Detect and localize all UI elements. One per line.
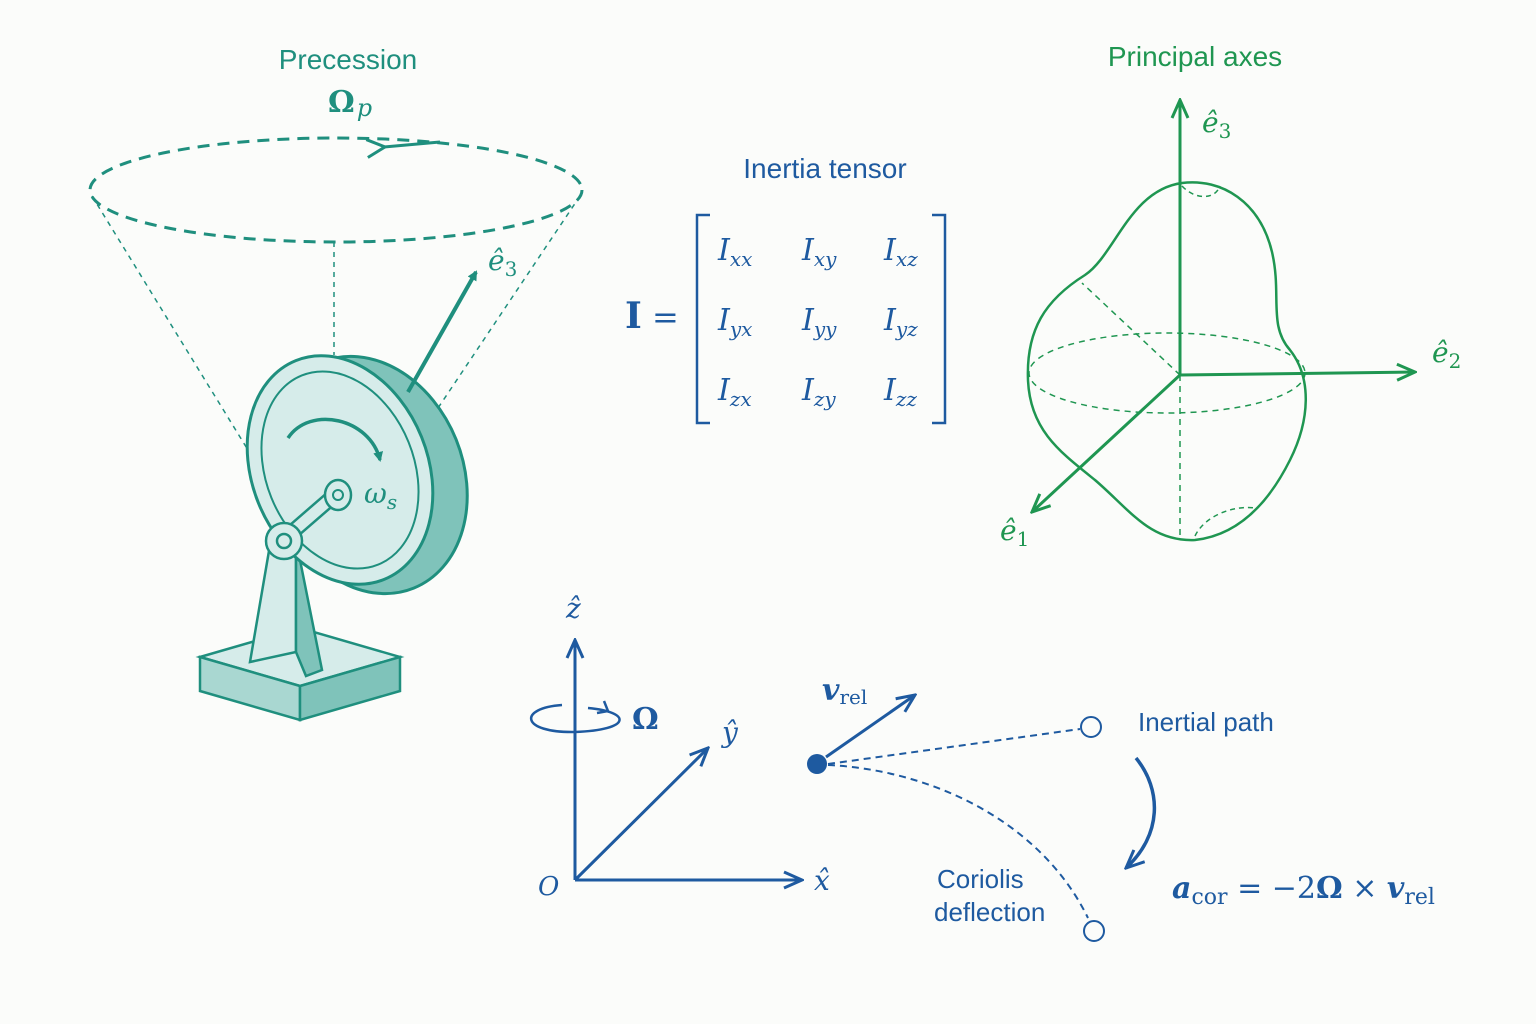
tensor-entry: Ixx bbox=[717, 233, 752, 271]
tensor-entry: Iyx bbox=[717, 303, 752, 341]
spin-symbol: ωs bbox=[364, 477, 397, 514]
axis-e1-label: ê1 bbox=[1000, 514, 1029, 551]
stand-base-right bbox=[298, 655, 402, 722]
top-cap bbox=[1181, 185, 1221, 198]
spin-axis-arrow bbox=[406, 270, 478, 393]
axis-e1-arrow bbox=[1032, 373, 1182, 512]
deflection-label-line1: Coriolis bbox=[937, 864, 1024, 894]
tensor-entry: Iyz bbox=[883, 303, 918, 341]
y-axis-label: ŷ bbox=[720, 716, 739, 749]
axis-e2-label: ê2 bbox=[1432, 336, 1461, 373]
particle bbox=[807, 754, 827, 774]
x-axis-label: x̂ bbox=[814, 864, 830, 897]
pivot-joint-center bbox=[275, 532, 293, 550]
axis-e3-label: ê3 bbox=[1202, 106, 1231, 143]
axle-hub bbox=[323, 478, 353, 512]
principal-axes-figure: Principal axes ê3 ê2 ê1 bbox=[1000, 41, 1461, 551]
axis-back-hidden bbox=[1081, 282, 1181, 376]
tensor-equals: = bbox=[652, 298, 679, 336]
matrix-bracket-left bbox=[695, 213, 710, 425]
z-axis-label: ẑ bbox=[565, 592, 581, 625]
origin-label: O bbox=[538, 872, 559, 902]
precession-title: Precession bbox=[279, 44, 418, 75]
tensor-entry: Izy bbox=[801, 373, 836, 411]
deflection-label-line2: deflection bbox=[934, 897, 1045, 927]
principal-axes-title: Principal axes bbox=[1108, 41, 1282, 72]
tensor-entry: Ixy bbox=[801, 233, 837, 271]
cone-line-right bbox=[429, 195, 581, 421]
rotation-loop-arrowhead bbox=[596, 700, 610, 715]
precession-symbol: Ωp bbox=[328, 85, 372, 122]
tensor-entry: Izz bbox=[883, 373, 917, 411]
tensor-entry: Izx bbox=[717, 373, 752, 411]
tensor-lhs: I bbox=[625, 295, 642, 337]
relative-velocity-arrow bbox=[825, 695, 915, 759]
relative-velocity-label: vrel bbox=[822, 673, 867, 709]
coriolis-equation: acor = −2Ω × vrel bbox=[1172, 871, 1435, 910]
spin-axis-label: ê3 bbox=[488, 244, 517, 281]
inertial-endpoint bbox=[1080, 716, 1102, 738]
inertial-path bbox=[827, 728, 1081, 765]
deflection-arrow bbox=[1126, 756, 1156, 868]
inertia-tensor: Inertia tensor I = Ixx Ixy Ixz Iyx Iyy I… bbox=[625, 153, 947, 425]
pivot-joint bbox=[264, 521, 304, 561]
coriolis-figure: vrel Inertial path Coriolis deflection a… bbox=[807, 673, 1435, 942]
rotation-omega-label: Ω bbox=[632, 702, 659, 737]
inertial-path-label: Inertial path bbox=[1138, 707, 1274, 737]
matrix-bracket-right bbox=[932, 213, 947, 425]
tensor-entry: Ixz bbox=[883, 233, 918, 271]
axis-e2-arrow bbox=[1179, 372, 1415, 375]
stand-post-side bbox=[294, 539, 324, 678]
rotating-frame: ẑ ŷ x̂ O Ω bbox=[530, 592, 830, 902]
axle-hub-center bbox=[332, 489, 344, 501]
bottom-cap bbox=[1194, 506, 1256, 537]
gyroscope-figure: Precession Ωp ωs ê3 bbox=[88, 44, 584, 722]
rotation-loop bbox=[530, 703, 621, 734]
rigid-body-outline bbox=[1026, 181, 1307, 542]
deflected-endpoint bbox=[1083, 920, 1105, 942]
deflected-path bbox=[827, 764, 1089, 919]
rotor-groove bbox=[260, 370, 420, 570]
precession-orbit bbox=[88, 136, 584, 244]
precession-direction-arrow bbox=[384, 142, 441, 147]
tensor-title: Inertia tensor bbox=[743, 153, 906, 184]
cone-line-left bbox=[91, 195, 249, 451]
tensor-entry: Iyy bbox=[801, 303, 837, 341]
y-axis-arrow bbox=[573, 748, 708, 882]
spin-arrow bbox=[286, 417, 383, 462]
